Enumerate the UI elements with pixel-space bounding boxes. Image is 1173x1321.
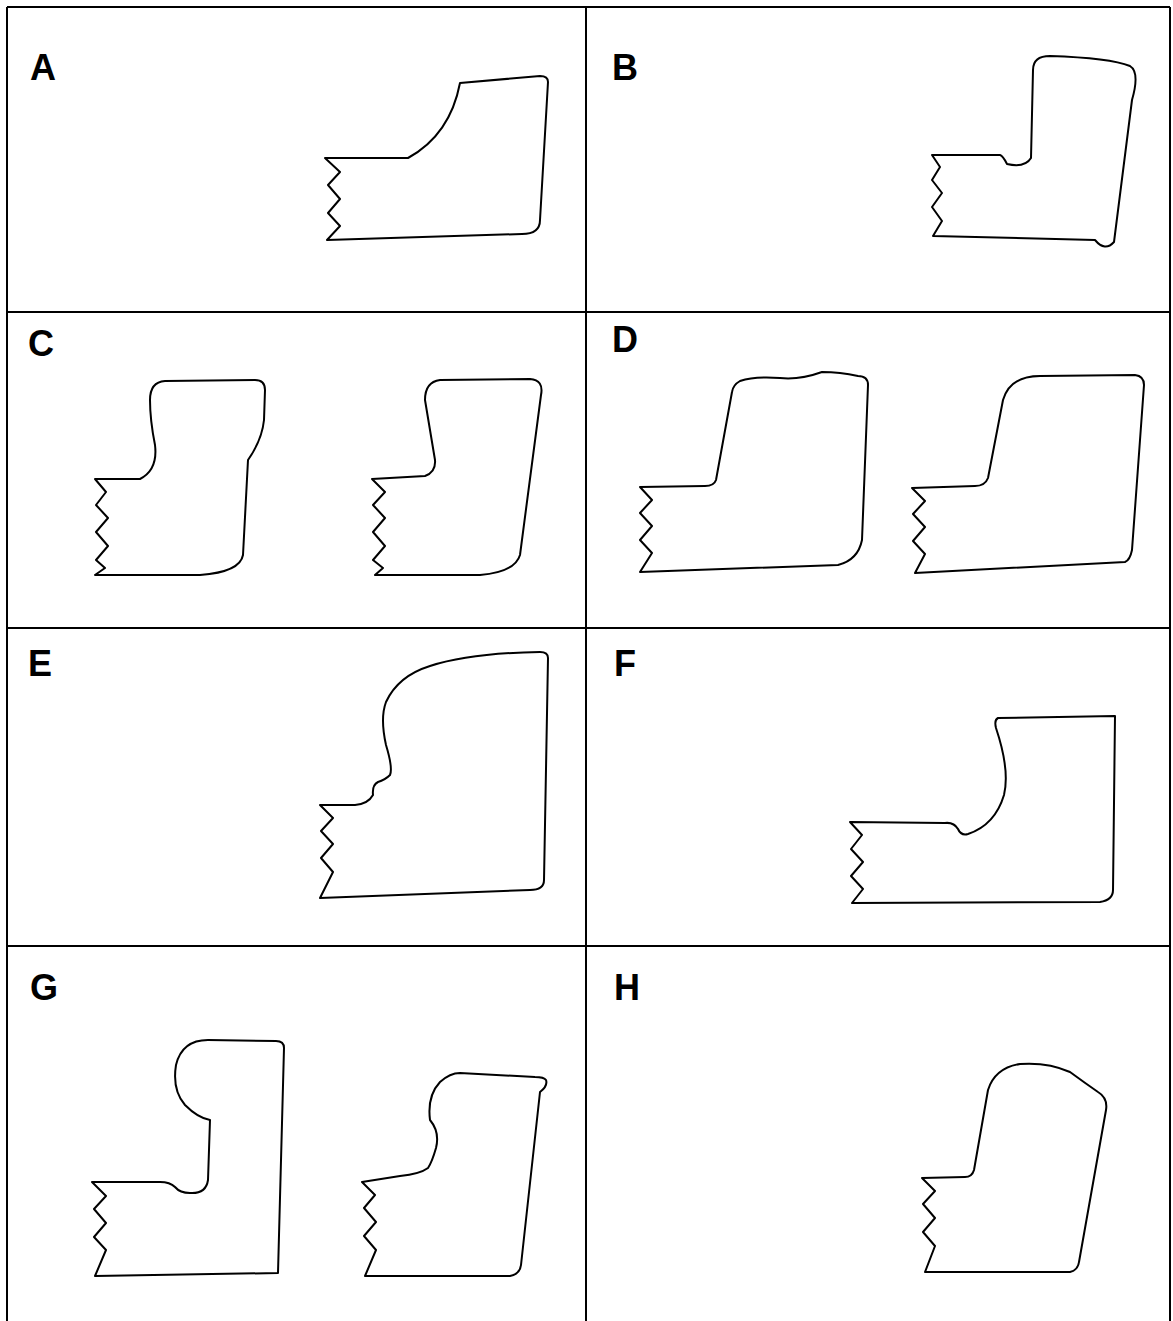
outline-shape	[95, 380, 265, 575]
grid-line	[6, 7, 8, 1321]
grid-line	[7, 945, 1170, 947]
panel-letter: C	[28, 326, 54, 362]
outline-shape	[320, 652, 548, 898]
panel-letter: A	[30, 50, 56, 86]
grid-line	[7, 627, 1170, 629]
panel-letter: H	[614, 970, 640, 1006]
grid-line	[585, 7, 587, 1321]
outline-shape	[362, 1073, 546, 1276]
grid-line	[7, 6, 1170, 8]
panel-letter: F	[614, 646, 636, 682]
panel-letter: B	[612, 50, 638, 86]
outline-shape	[372, 379, 542, 575]
grid-line	[1169, 7, 1171, 1321]
panel-letter: D	[612, 322, 638, 358]
outline-shape	[92, 1040, 284, 1276]
outline-shape	[912, 375, 1144, 573]
grid-line	[7, 311, 1170, 313]
panel-letter: E	[28, 646, 52, 682]
outline-shape	[640, 372, 868, 572]
outline-shape	[922, 1064, 1106, 1272]
outline-shape	[850, 716, 1115, 903]
outline-shape	[932, 56, 1136, 247]
panel-letter: G	[30, 970, 58, 1006]
outline-shape	[325, 76, 548, 240]
